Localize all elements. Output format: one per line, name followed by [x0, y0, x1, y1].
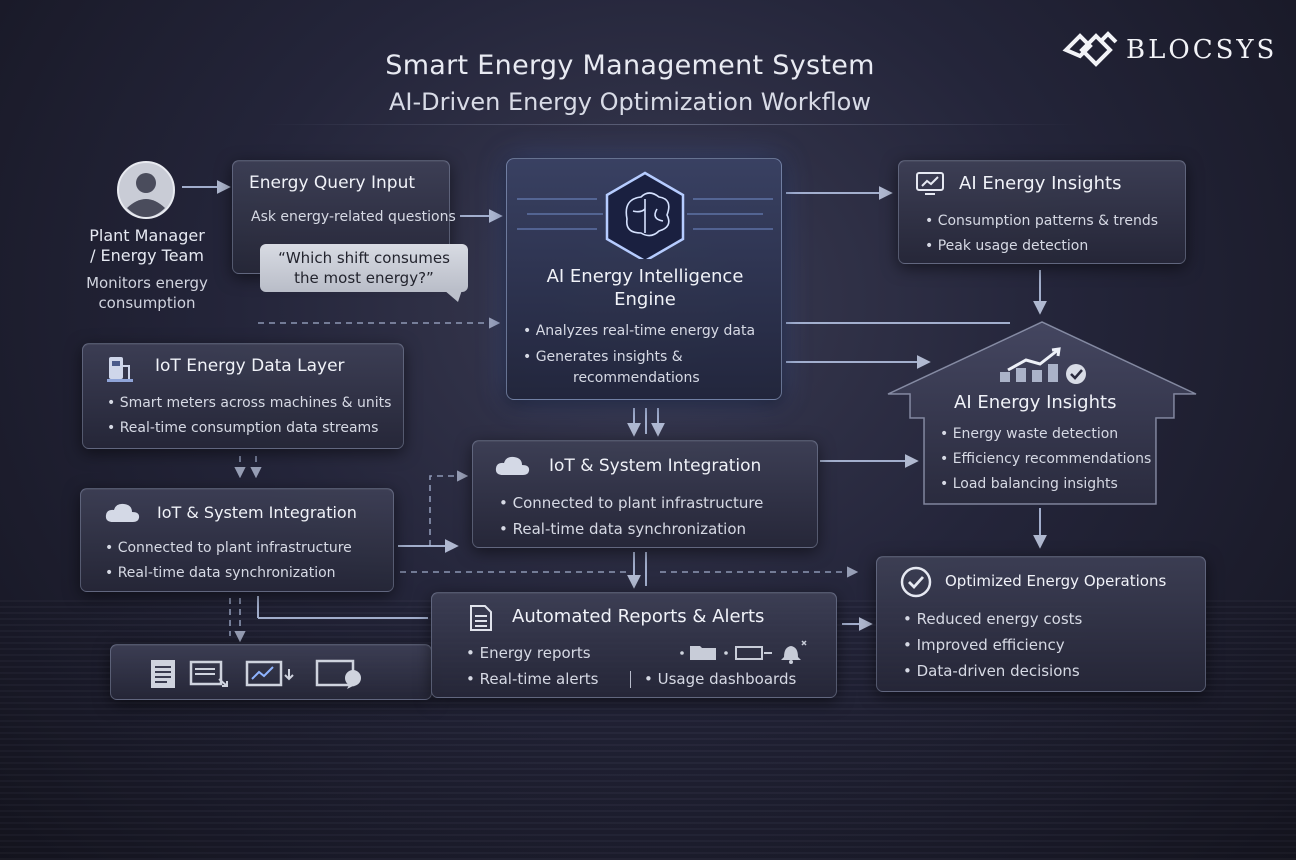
- blocsys-logo-icon: [1062, 31, 1118, 67]
- monitor-chart-icon: [916, 172, 944, 195]
- bubble-line2: the most energy?”: [294, 269, 434, 287]
- iot-energy-data-layer[interactable]: IoT Energy Data Layer • Smart meters acr…: [82, 343, 404, 449]
- automated-reports-alerts[interactable]: Automated Reports & Alerts • Energy repo…: [431, 592, 837, 698]
- output-icons-tray: [110, 644, 432, 700]
- ai-energy-insights-house[interactable]: AI Energy Insights • Energy waste detect…: [884, 318, 1200, 508]
- page-title: Smart Energy Management System: [385, 50, 875, 81]
- brand-logo: BLOCSYS: [1062, 28, 1277, 72]
- query-input-title: Energy Query Input: [249, 173, 416, 193]
- insights-house-shape: [887, 321, 1197, 505]
- reports-item-separator: [630, 671, 631, 688]
- integration-left-title: IoT & System Integration: [157, 503, 357, 522]
- iot-system-integration-left[interactable]: IoT & System Integration • Connected to …: [80, 488, 394, 592]
- chat-window-icon: [315, 659, 361, 689]
- trend-chart-check-icon: [1000, 347, 1086, 384]
- check-circle-icon: [900, 566, 932, 598]
- user-name-line1: Plant Manager: [89, 226, 205, 245]
- engine-title-line1: AI Energy Intelligence: [546, 266, 744, 287]
- cloud-icon: [495, 456, 530, 475]
- cloud-icon: [105, 503, 140, 522]
- engine-bullet-1: • Analyzes real-time energy data: [523, 323, 756, 339]
- folder-icon: [690, 646, 716, 660]
- optimized-energy-operations[interactable]: Optimized Energy Operations • Reduced en…: [876, 556, 1206, 692]
- query-input-text: Ask energy-related questions: [251, 209, 456, 225]
- reports-item-realtime-alerts: • Real-time alerts: [466, 670, 599, 688]
- engine-bullet-2-line2: recommendations: [573, 370, 700, 386]
- iot-data-title: IoT Energy Data Layer: [155, 356, 345, 376]
- integration-left-bullet-1: • Connected to plant infrastructure: [105, 540, 352, 556]
- brand-logo-text: BLOCSYS: [1126, 35, 1278, 65]
- user-desc-line1: Monitors energy: [86, 274, 208, 292]
- insights-house-title: AI Energy Insights: [954, 392, 1117, 413]
- user-description: Monitors energy consumption: [62, 273, 232, 313]
- reports-title: Automated Reports & Alerts: [512, 606, 765, 627]
- user-label: Plant Manager / Energy Team: [62, 226, 232, 266]
- user-avatar: [116, 160, 176, 224]
- user-name-line2: / Energy Team: [90, 246, 204, 265]
- insights-top-bullet-1: • Consumption patterns & trends: [925, 213, 1159, 229]
- bubble-line1: “Which shift consumes: [278, 249, 450, 267]
- insights-house-bullet-1: • Energy waste detection: [940, 426, 1119, 442]
- user-desc-line2: consumption: [98, 294, 196, 312]
- iot-data-bullet-2: • Real-time consumption data streams: [107, 420, 379, 436]
- reports-item-energy-reports: • Energy reports: [466, 644, 591, 662]
- reports-item-usage-dashboards: • Usage dashboards: [644, 670, 797, 688]
- dashboard-icon: [245, 660, 294, 687]
- report-tools-icons: [680, 640, 807, 664]
- integration-center-title: IoT & System Integration: [549, 456, 762, 476]
- optimized-bullet-3: • Data-driven decisions: [903, 662, 1080, 680]
- optimized-bullet-2: • Improved efficiency: [903, 636, 1065, 654]
- bell-icon: [781, 646, 801, 660]
- meter-icon: [107, 357, 133, 382]
- title-divider: [262, 124, 1080, 125]
- insights-house-bullet-2: • Efficiency recommendations: [940, 451, 1152, 467]
- optimized-title: Optimized Energy Operations: [945, 572, 1167, 590]
- optimized-bullet-1: • Reduced energy costs: [903, 610, 1083, 628]
- insights-house-bullet-3: • Load balancing insights: [940, 476, 1118, 492]
- document-icon: [470, 605, 492, 631]
- dashed-arrow-to-center: [429, 470, 469, 546]
- ai-energy-insights-top[interactable]: AI Energy Insights • Consumption pattern…: [898, 160, 1186, 264]
- page-subtitle: AI-Driven Energy Optimization Workflow: [389, 88, 871, 116]
- laptop-icon: [189, 660, 228, 687]
- engine-title: AI Energy Intelligence Engine: [507, 265, 783, 311]
- user-avatar-icon: [117, 161, 175, 219]
- bubble-tail-icon: [444, 290, 462, 302]
- insights-top-title: AI Energy Insights: [959, 173, 1122, 194]
- iot-system-integration-center[interactable]: IoT & System Integration • Connected to …: [472, 440, 818, 548]
- engine-bullet-2-line1: • Generates insights &: [523, 349, 683, 365]
- integration-center-bullet-2: • Real-time data synchronization: [499, 520, 747, 538]
- brain-chip-icon: [517, 171, 773, 259]
- ai-energy-intelligence-engine[interactable]: AI Energy Intelligence Engine • Analyzes…: [506, 158, 782, 400]
- integration-center-bullet-1: • Connected to plant infrastructure: [499, 494, 764, 512]
- integration-left-bullet-2: • Real-time data synchronization: [105, 565, 336, 581]
- engine-title-line2: Engine: [614, 289, 676, 310]
- insights-top-bullet-2: • Peak usage detection: [925, 238, 1089, 254]
- document-icon: [151, 660, 175, 688]
- query-example-bubble: “Which shift consumes the most energy?”: [260, 244, 468, 292]
- iot-data-bullet-1: • Smart meters across machines & units: [107, 395, 392, 411]
